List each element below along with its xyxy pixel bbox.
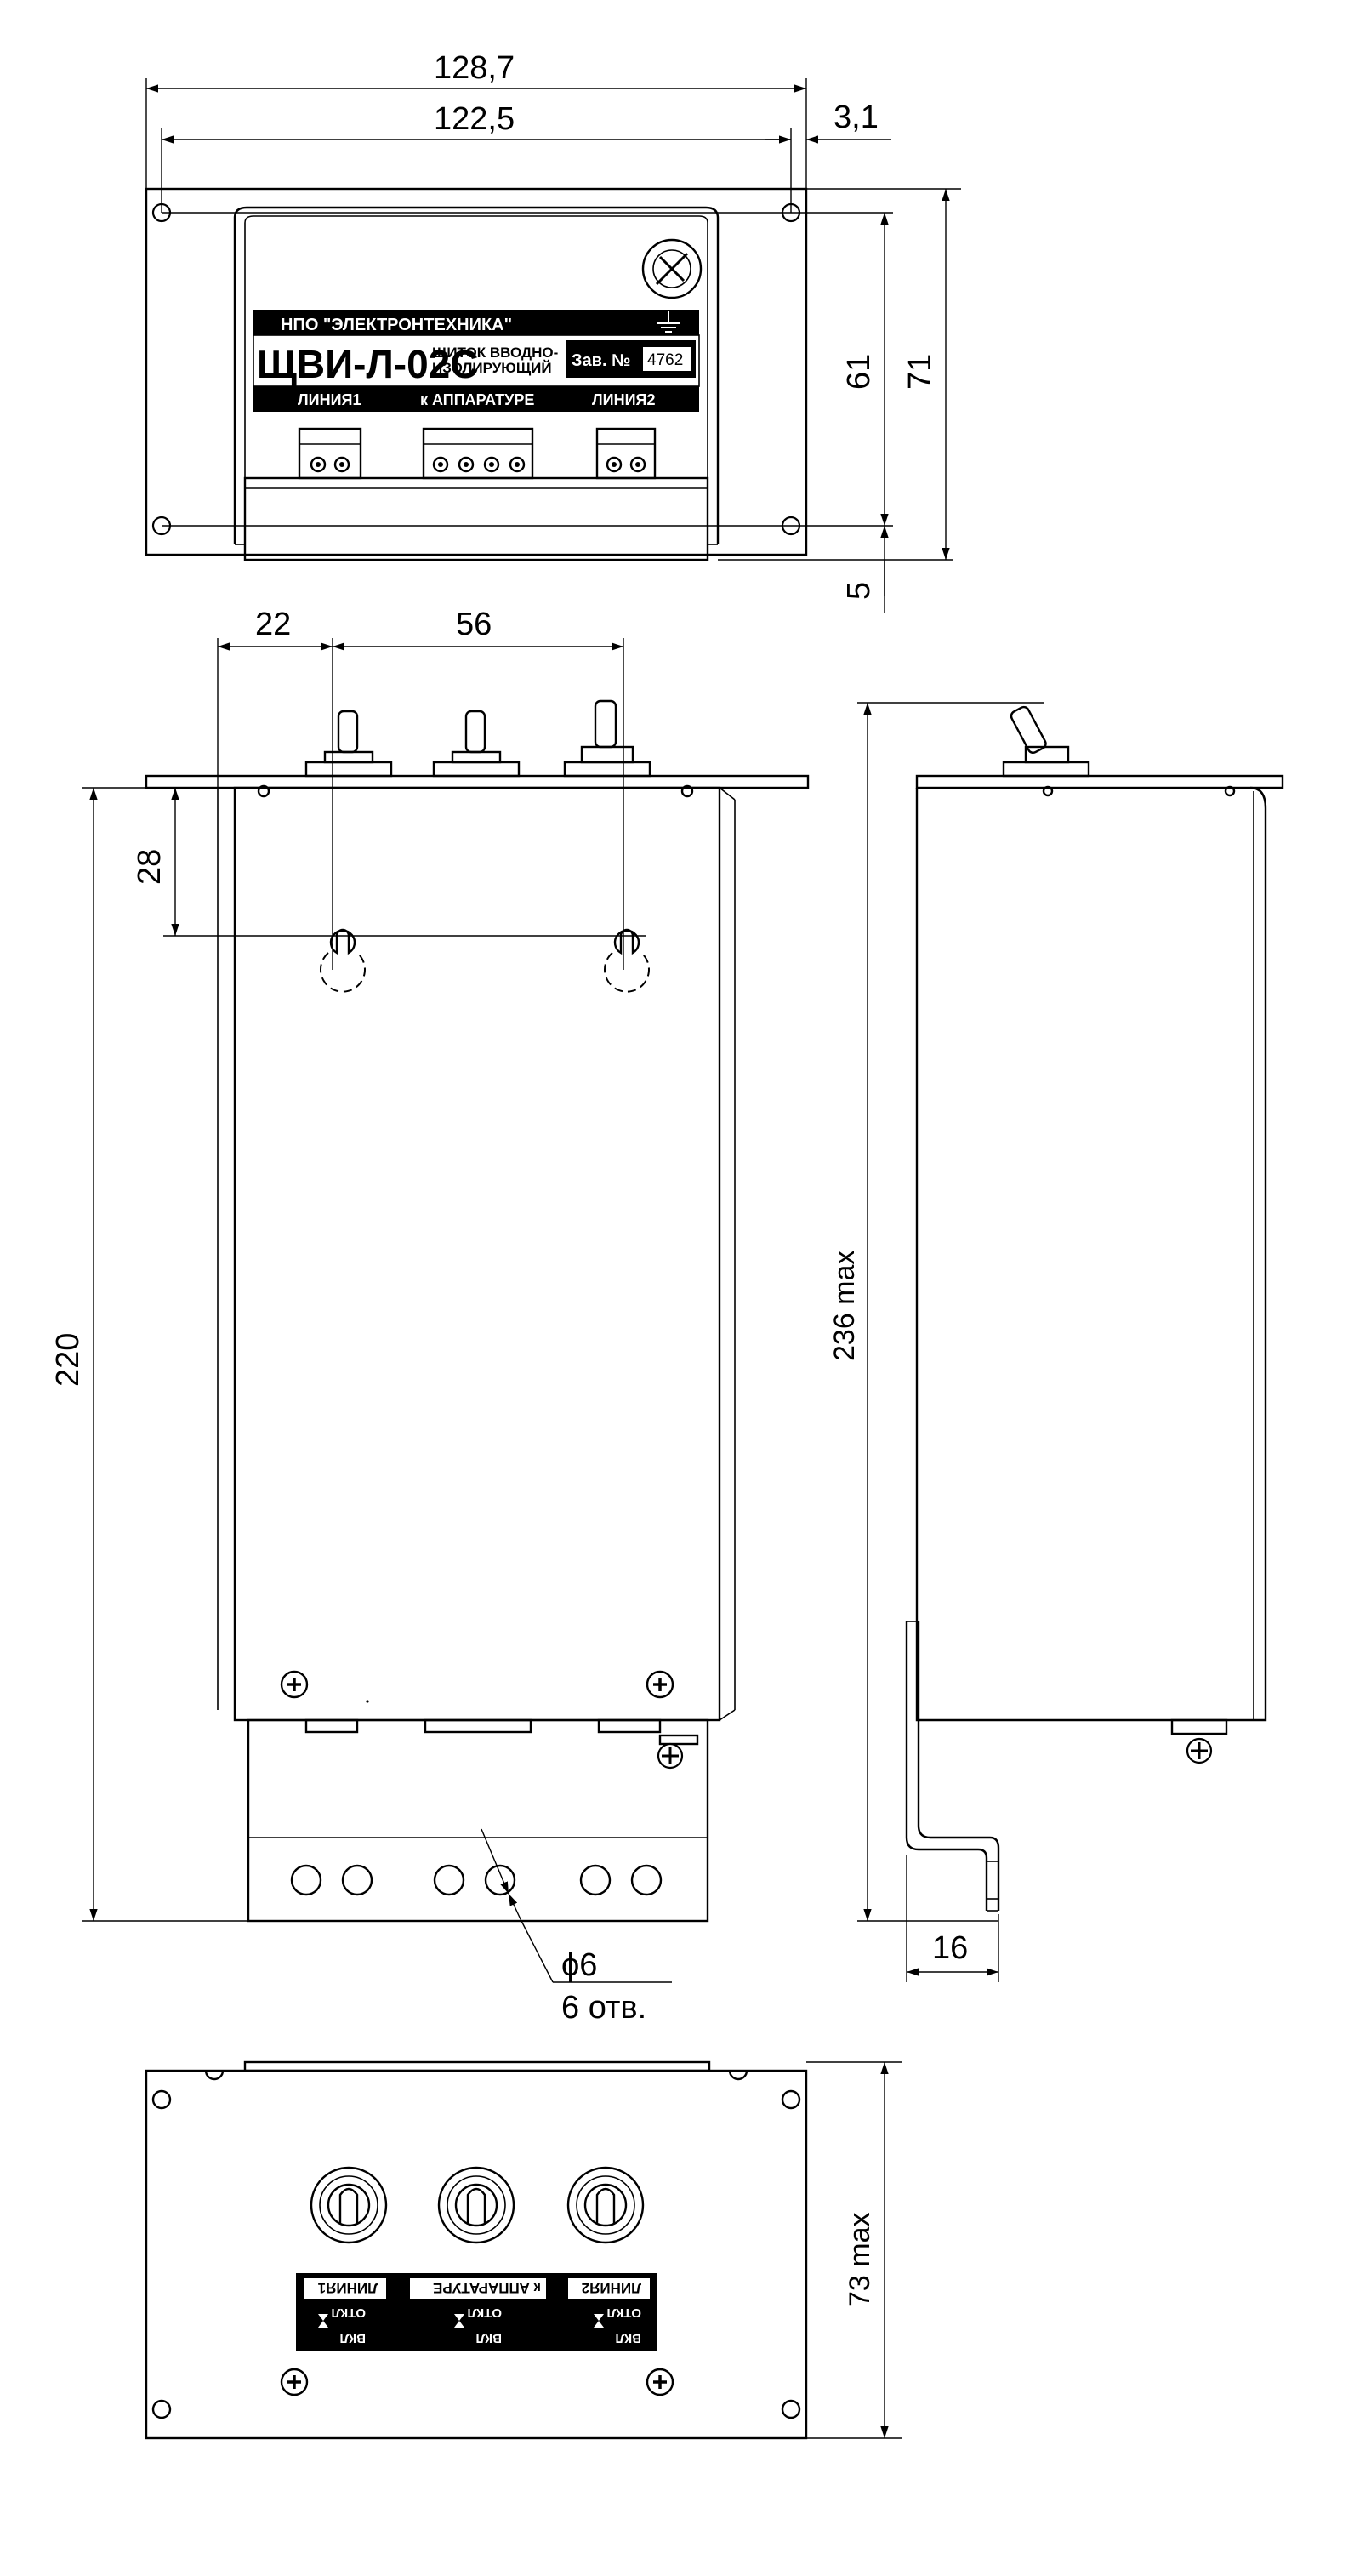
phillips-screw-icon xyxy=(280,2368,309,2396)
rotary-knob-icon xyxy=(641,238,703,299)
phillips-screw-icon xyxy=(280,1670,309,1699)
cable-hole xyxy=(579,1864,612,1896)
dim-front-height-inner: 61 xyxy=(841,354,877,390)
state-off-1: ОТКЛ xyxy=(606,2305,641,2320)
cable-hole xyxy=(630,1864,663,1896)
state-off-3: ОТКЛ xyxy=(331,2305,366,2320)
toggle-switch-icon xyxy=(566,2166,645,2244)
dim-bottom-gap: 5 xyxy=(841,582,877,600)
housing-outline xyxy=(233,206,720,544)
nameplate-bottom-band xyxy=(253,386,699,412)
state-on-2: ВКЛ xyxy=(475,2331,502,2345)
toggle-switch-icon xyxy=(304,710,393,778)
keyhole-slot xyxy=(320,928,366,993)
top-flange xyxy=(145,774,810,789)
flange-plate xyxy=(145,187,808,556)
housing-inner xyxy=(244,215,708,544)
phillips-screw-icon xyxy=(657,1734,699,1770)
terminal-label-center: к АППАРАТУРЕ xyxy=(420,391,534,408)
cable-hole xyxy=(290,1864,322,1896)
phillips-screw-icon xyxy=(646,2368,674,2396)
cable-hole xyxy=(484,1864,516,1896)
model-name: ЩВИ-Л-02С xyxy=(257,342,478,386)
dim-overall-width: 128,7 xyxy=(434,50,515,86)
side-flange xyxy=(915,774,1284,789)
toggle-switch-icon xyxy=(563,699,651,778)
top-plate xyxy=(145,2069,808,2440)
nameplate-top-band xyxy=(253,310,699,335)
toggle-switch-icon xyxy=(437,2166,515,2244)
terminal-label-left: ЛИНИЯ1 xyxy=(298,391,361,408)
description-line2: ИЗОЛИРУЮЩИЙ xyxy=(432,360,552,376)
side-bracket xyxy=(905,1621,988,1911)
keyhole-slot xyxy=(604,928,650,993)
toggle-switch-icon xyxy=(310,2166,388,2244)
panel-label-left: ЛИНИЯ2 xyxy=(582,2280,641,2296)
top-view: ЛИНИЯ2 к АППАРАТУРЕ ЛИНИЯ1 ОТКЛ ВКЛ ОТКЛ… xyxy=(145,2060,902,2440)
state-off-2: ОТКЛ xyxy=(467,2305,502,2320)
dim-switch-offset: 22 xyxy=(255,607,291,642)
dim-flange-offset: 3,1 xyxy=(833,100,879,135)
lower-cover xyxy=(247,1718,709,1923)
top-rear-edge xyxy=(243,2060,711,2072)
panel-label-right: ЛИНИЯ1 xyxy=(318,2280,378,2296)
dim-bracket-depth: 16 xyxy=(932,1930,968,1966)
description-line1: ЩИТОК ВВОДНО- xyxy=(432,345,558,361)
terminal-block-left xyxy=(298,427,362,480)
terminal-block-center xyxy=(422,427,534,480)
dim-hole-count: 6 отв. xyxy=(561,1990,646,2026)
toggle-switch-icon xyxy=(432,710,521,778)
maker-name: НПО "ЭЛЕКТРОНТЕХНИКА" xyxy=(281,316,512,334)
dim-side-height-max: 236 max xyxy=(828,1251,861,1361)
terminal-block-right xyxy=(595,427,657,480)
terminal-label-right: ЛИНИЯ2 xyxy=(592,391,655,408)
panel-label-center: к АППАРАТУРЕ xyxy=(433,2280,541,2296)
dim-switch-spacing: 56 xyxy=(456,607,492,642)
side-body xyxy=(915,786,1267,1722)
cable-hole xyxy=(341,1864,373,1896)
dim-keyhole-depth: 28 xyxy=(132,849,168,885)
serial-number: 4762 xyxy=(647,351,683,369)
dim-top-height-max: 73 max xyxy=(844,2213,876,2308)
cable-hole xyxy=(433,1864,465,1896)
dim-hole-diameter: ϕ6 xyxy=(561,1947,597,1983)
elevation-view: ϕ6 6 отв. 22 56 28 220 xyxy=(50,607,810,2026)
serial-label: Зав. № xyxy=(572,351,630,370)
toggle-switch-icon xyxy=(1002,705,1090,778)
state-on-1: ВКЛ xyxy=(615,2331,641,2345)
main-body xyxy=(233,786,721,1722)
dim-body-height: 220 xyxy=(50,1333,86,1387)
phillips-screw-icon xyxy=(646,1670,674,1699)
side-view: 236 max 16 xyxy=(828,702,1284,1982)
front-view: НПО "ЭЛЕКТРОНТЕХНИКА" ЩВИ-Л-02С ЩИТОК ВВ… xyxy=(145,50,961,613)
dim-front-height-outer: 71 xyxy=(902,354,938,390)
switch-label-panel: ЛИНИЯ2 к АППАРАТУРЕ ЛИНИЯ1 ОТКЛ ВКЛ ОТКЛ… xyxy=(296,2273,657,2351)
terminal-cover xyxy=(243,476,709,561)
state-on-3: ВКЛ xyxy=(339,2331,366,2345)
dim-hole-spacing: 122,5 xyxy=(434,101,515,137)
ground-symbol-icon xyxy=(657,311,680,333)
